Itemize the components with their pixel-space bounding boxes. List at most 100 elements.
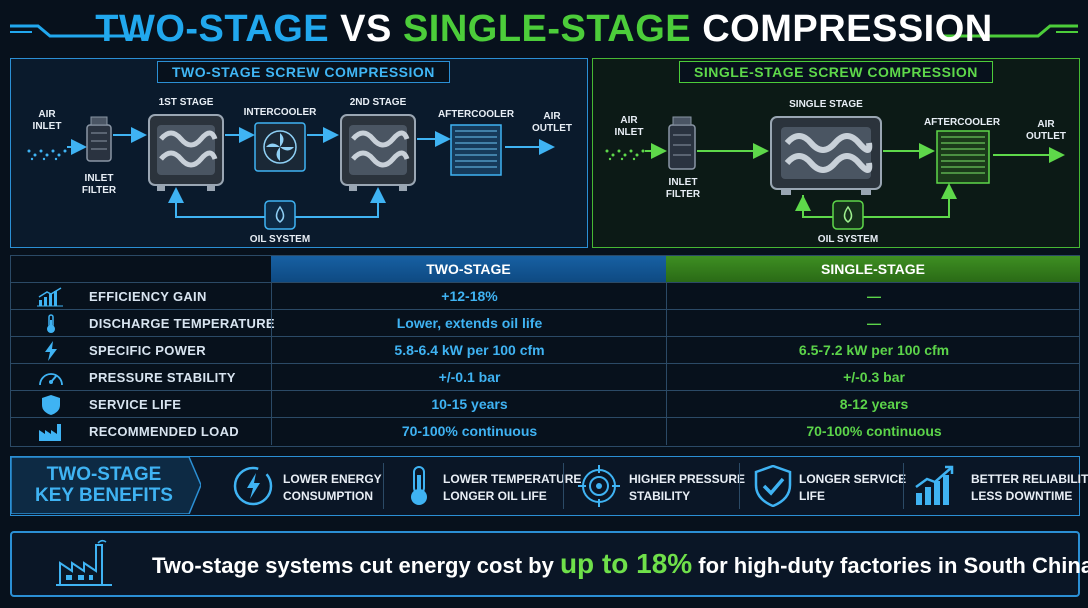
single-stage-flow-diagram: [605, 116, 1065, 230]
table-row: EFFICIENCY GAIN +12-18% —: [11, 282, 1079, 310]
benefit-item: LOWER ENERGY CONSUMPTION: [231, 463, 382, 509]
benefit-energy-line1: LOWER ENERGY: [283, 472, 382, 486]
cell-single-stage-efficiency: —: [666, 283, 1081, 310]
intercooler-fan-icon: [254, 122, 306, 172]
stage2-label: 2ND STAGE: [349, 97, 407, 108]
benefit-item: HIGHER PRESSURE STABILITY: [577, 463, 745, 509]
table-row: SPECIFIC POWER 5.8-6.4 kW per 100 cfm 6.…: [11, 336, 1079, 364]
benefit-temperature-line2: LONGER OIL LIFE: [443, 489, 547, 503]
aftercooler-icon: [450, 124, 502, 176]
table-header-single-stage: SINGLE-STAGE: [666, 256, 1080, 282]
factory-icon: [39, 424, 61, 441]
two-stage-oil-system-label: OIL SYSTEM: [249, 234, 311, 245]
cell-single-stage-specific-power: 6.5-7.2 kW per 100 cfm: [666, 337, 1081, 364]
cell-two-stage-efficiency: +12-18%: [271, 283, 667, 310]
benefit-item: LONGER SERVICE LIFE: [751, 463, 906, 509]
table-row: PRESSURE STABILITY +/-0.1 bar +/-0.3 bar: [11, 363, 1079, 391]
row-label-pressure-stability: PRESSURE STABILITY: [89, 370, 236, 385]
page-title: TWO-STAGE VS SINGLE-STAGE COMPRESSION: [0, 6, 1088, 52]
stage1-label: 1ST STAGE: [158, 97, 214, 108]
table-row: SERVICE LIFE 10-15 years 8-12 years: [11, 390, 1079, 418]
single-stage-label: SINGLE STAGE: [789, 99, 863, 110]
single-stage-oil-system-label: OIL SYSTEM: [817, 234, 879, 245]
cell-single-stage-service-life: 8-12 years: [666, 391, 1081, 418]
energy-icon: [233, 466, 273, 506]
single-stage-aftercooler-label: AFTERCOOLER: [923, 117, 1001, 128]
benefit-pressure-line1: HIGHER PRESSURE: [629, 472, 746, 486]
cell-single-stage-recommended-load: 70-100% continuous: [666, 418, 1081, 445]
thermometer-icon: [411, 466, 427, 505]
benefit-item: LOWER TEMPERATURE LONGER OIL LIFE: [397, 463, 581, 509]
cell-two-stage-recommended-load: 70-100% continuous: [271, 418, 667, 445]
cell-two-stage-specific-power: 5.8-6.4 kW per 100 cfm: [271, 337, 667, 364]
chart-up-icon: [37, 287, 63, 307]
footer-text-before: Two-stage systems cut energy cost by: [152, 553, 560, 578]
footer-message: Two-stage systems cut energy cost by up …: [152, 533, 1088, 597]
oil-system-loop: [168, 187, 386, 218]
shield-check-icon: [754, 465, 792, 507]
single-stage-compressor-icon: [770, 116, 882, 195]
air-inlet-stream: [27, 149, 67, 161]
target-icon: [578, 465, 620, 507]
shield-icon: [42, 395, 60, 415]
oil-system-icon: [832, 200, 864, 230]
title-decoration-right: [940, 24, 1078, 38]
row-label-discharge-temperature: DISCHARGE TEMPERATURE: [89, 316, 275, 331]
two-stage-flow-diagram: [27, 114, 555, 230]
divider: [563, 463, 564, 509]
benefit-reliability-line2: LESS DOWNTIME: [971, 489, 1073, 503]
title-vs: VS: [329, 8, 403, 50]
table-header-two-stage: TWO-STAGE: [271, 256, 666, 282]
gauge-icon: [39, 373, 63, 386]
cell-single-stage-discharge-temperature: —: [666, 310, 1081, 337]
title-two-stage: TWO-STAGE: [95, 8, 330, 50]
title-single-stage: SINGLE-STAGE: [402, 8, 692, 50]
stage1-compressor-icon: [148, 114, 224, 191]
benefits-heading-arrow: [11, 457, 201, 514]
title-decoration-left: [10, 24, 148, 38]
footer-text-after: for high-duty factories in South China.: [692, 553, 1088, 578]
lightning-icon: [45, 341, 57, 361]
table-row: RECOMMENDED LOAD 70-100% continuous 70-1…: [11, 417, 1079, 447]
divider: [903, 463, 904, 509]
single-stage-panel-title: SINGLE-STAGE SCREW COMPRESSION: [679, 61, 993, 83]
cell-two-stage-pressure-stability: +/-0.1 bar: [271, 364, 667, 391]
title-compression: COMPRESSION: [691, 8, 993, 50]
row-label-service-life: SERVICE LIFE: [89, 397, 182, 412]
two-stage-panel-title: TWO-STAGE SCREW COMPRESSION: [157, 61, 450, 83]
row-label-specific-power: SPECIFIC POWER: [89, 343, 206, 358]
aftercooler-icon: [936, 130, 990, 184]
divider: [739, 463, 740, 509]
comparison-table: TWO-STAGE SINGLE-STAGE EFFICIENCY GAIN +…: [10, 255, 1080, 447]
stage2-compressor-icon: [340, 114, 416, 191]
cell-two-stage-service-life: 10-15 years: [271, 391, 667, 418]
row-label-efficiency: EFFICIENCY GAIN: [89, 289, 207, 304]
benefit-temperature-line1: LOWER TEMPERATURE: [443, 472, 582, 486]
inlet-filter-icon: [86, 116, 112, 162]
oil-system-icon: [264, 200, 296, 230]
cell-single-stage-pressure-stability: +/-0.3 bar: [666, 364, 1081, 391]
cell-two-stage-discharge-temperature: Lower, extends oil life: [271, 310, 667, 337]
benefit-pressure-line2: STABILITY: [629, 489, 691, 503]
air-inlet-stream: [605, 149, 645, 161]
benefit-reliability-line1: BETTER RELIABILITY: [971, 472, 1088, 486]
growth-chart-icon: [915, 465, 954, 505]
benefit-energy-line2: CONSUMPTION: [283, 489, 373, 503]
table-row: DISCHARGE TEMPERATURE Lower, extends oil…: [11, 309, 1079, 337]
footer-callout: Two-stage systems cut energy cost by up …: [10, 531, 1088, 597]
factory-icon: [56, 539, 112, 586]
intercooler-label: INTERCOOLER: [243, 107, 317, 118]
benefit-service-line2: LIFE: [799, 489, 825, 503]
footer-highlight: up to 18%: [559, 548, 693, 579]
benefit-item: BETTER RELIABILITY LESS DOWNTIME: [913, 463, 1088, 509]
benefit-service-line1: LONGER SERVICE: [799, 472, 907, 486]
